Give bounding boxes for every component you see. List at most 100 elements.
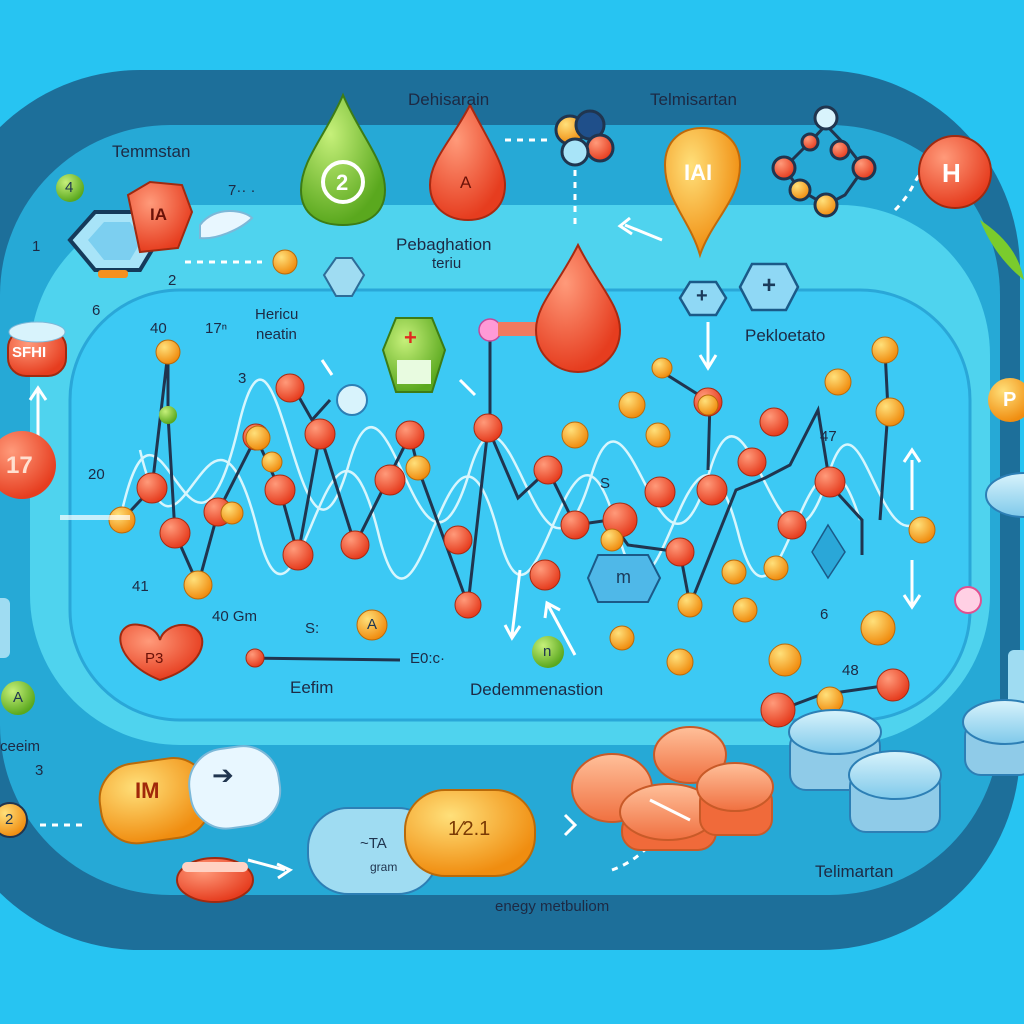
pink-bead	[478, 318, 502, 342]
arrows	[28, 216, 922, 880]
orange-bead	[875, 397, 905, 427]
wave-lines	[118, 378, 921, 580]
red-bead	[264, 474, 296, 506]
orange-bead	[261, 451, 283, 473]
orange-bead	[645, 422, 671, 448]
green-badge	[56, 174, 84, 202]
red-bead	[159, 517, 191, 549]
hex-red	[126, 180, 194, 254]
label-hericu: Hericu	[255, 306, 299, 323]
green-bead	[532, 636, 564, 668]
number-label: 48	[842, 662, 859, 679]
red-bead	[665, 537, 695, 567]
badge-text: 1⁄2.1	[448, 818, 491, 840]
badge-text: IM	[135, 778, 160, 803]
badge-text: 2	[5, 811, 14, 828]
label-teriu: teriu	[432, 255, 462, 272]
blue-tablet-edge	[1008, 650, 1024, 710]
red-bead	[777, 510, 807, 540]
blue-tablet	[985, 472, 1024, 518]
number-label: 40 Gm	[212, 608, 258, 625]
orange-bead	[183, 570, 213, 600]
red-bead	[473, 413, 503, 443]
red-bead	[443, 525, 473, 555]
number-label: 1	[32, 238, 41, 255]
badge-text: A	[367, 616, 378, 633]
orange-dash	[98, 270, 128, 278]
number-label: E0:c·	[410, 650, 446, 667]
red-bead	[304, 418, 336, 450]
label-ceeim: ceeim	[0, 738, 41, 755]
shield-inner	[397, 360, 431, 384]
badge-text: ~TA	[360, 835, 387, 852]
orange-bead	[871, 336, 899, 364]
label-telmisartan-top: Telmisartan	[650, 90, 737, 109]
orange-bead	[768, 643, 802, 677]
leaf-icon	[980, 220, 1024, 280]
orange-bead	[763, 555, 789, 581]
number-label: 40	[150, 320, 167, 337]
red-bead	[644, 476, 676, 508]
heart-shape	[119, 623, 204, 682]
green-bead	[159, 406, 177, 424]
circle-a	[1, 681, 35, 715]
orange-bead	[677, 592, 703, 618]
red-bead	[454, 591, 482, 619]
red-bead	[814, 466, 846, 498]
plus-hex	[738, 262, 800, 312]
plus-hex	[678, 280, 728, 317]
badge-text: SFHI	[12, 344, 47, 361]
badge-text: 17	[6, 452, 33, 479]
red-drop	[428, 102, 507, 222]
red-bead	[560, 510, 590, 540]
red-bead	[340, 530, 370, 560]
peach-tablets	[571, 726, 774, 851]
orange-bead	[405, 455, 431, 481]
orange-bead	[824, 368, 852, 396]
number-label: 20	[88, 466, 105, 483]
inner-panel	[68, 288, 972, 722]
badge-text: A	[13, 689, 24, 706]
badge-text: IAI	[684, 160, 713, 185]
badge-text: H	[942, 158, 961, 188]
orange-beads	[108, 249, 936, 714]
arrow-icon: ➔	[212, 760, 234, 790]
number-label: S:	[305, 620, 320, 637]
hex-mid	[586, 554, 662, 603]
label-temmstan: Temmstan	[112, 142, 191, 161]
capsule-2-orange	[404, 789, 536, 877]
badge-text: 4	[65, 179, 74, 196]
molecule-top-right	[771, 105, 877, 218]
orange-bead	[220, 501, 244, 525]
number-label: 3	[238, 370, 247, 387]
badge-text: 2	[336, 170, 349, 195]
orange-bead	[721, 559, 747, 585]
circle-p	[988, 378, 1024, 422]
blue-tablets	[788, 699, 1024, 833]
orange-bead	[666, 648, 694, 676]
badge-text: P3	[145, 650, 164, 667]
orange-bead	[697, 394, 719, 416]
number-label: S	[600, 475, 611, 492]
h-circle	[918, 135, 992, 209]
number-label: 2	[168, 272, 177, 289]
orange-bead	[356, 609, 388, 641]
green-drop-ring	[321, 160, 365, 204]
orange-bead	[272, 249, 298, 275]
label-pekloetato: Pekloetato	[745, 326, 826, 345]
label-telimartan: Telimartan	[815, 862, 894, 881]
orange-bead	[155, 339, 181, 365]
red-bead	[282, 539, 314, 571]
number-label: 6	[92, 302, 101, 319]
red-bead	[696, 474, 728, 506]
badge-text: n	[543, 643, 552, 660]
badge-text: +	[404, 325, 417, 350]
orange-bead	[732, 597, 758, 623]
molecule-top-center	[554, 109, 615, 167]
badge-text: m	[616, 567, 631, 587]
label-energy-metabolism: enegy metbuliom	[495, 898, 610, 915]
red-bead	[245, 648, 265, 668]
badge-text: +	[762, 272, 777, 299]
label-dedemmenastion: Dedemmenastion	[470, 680, 604, 699]
